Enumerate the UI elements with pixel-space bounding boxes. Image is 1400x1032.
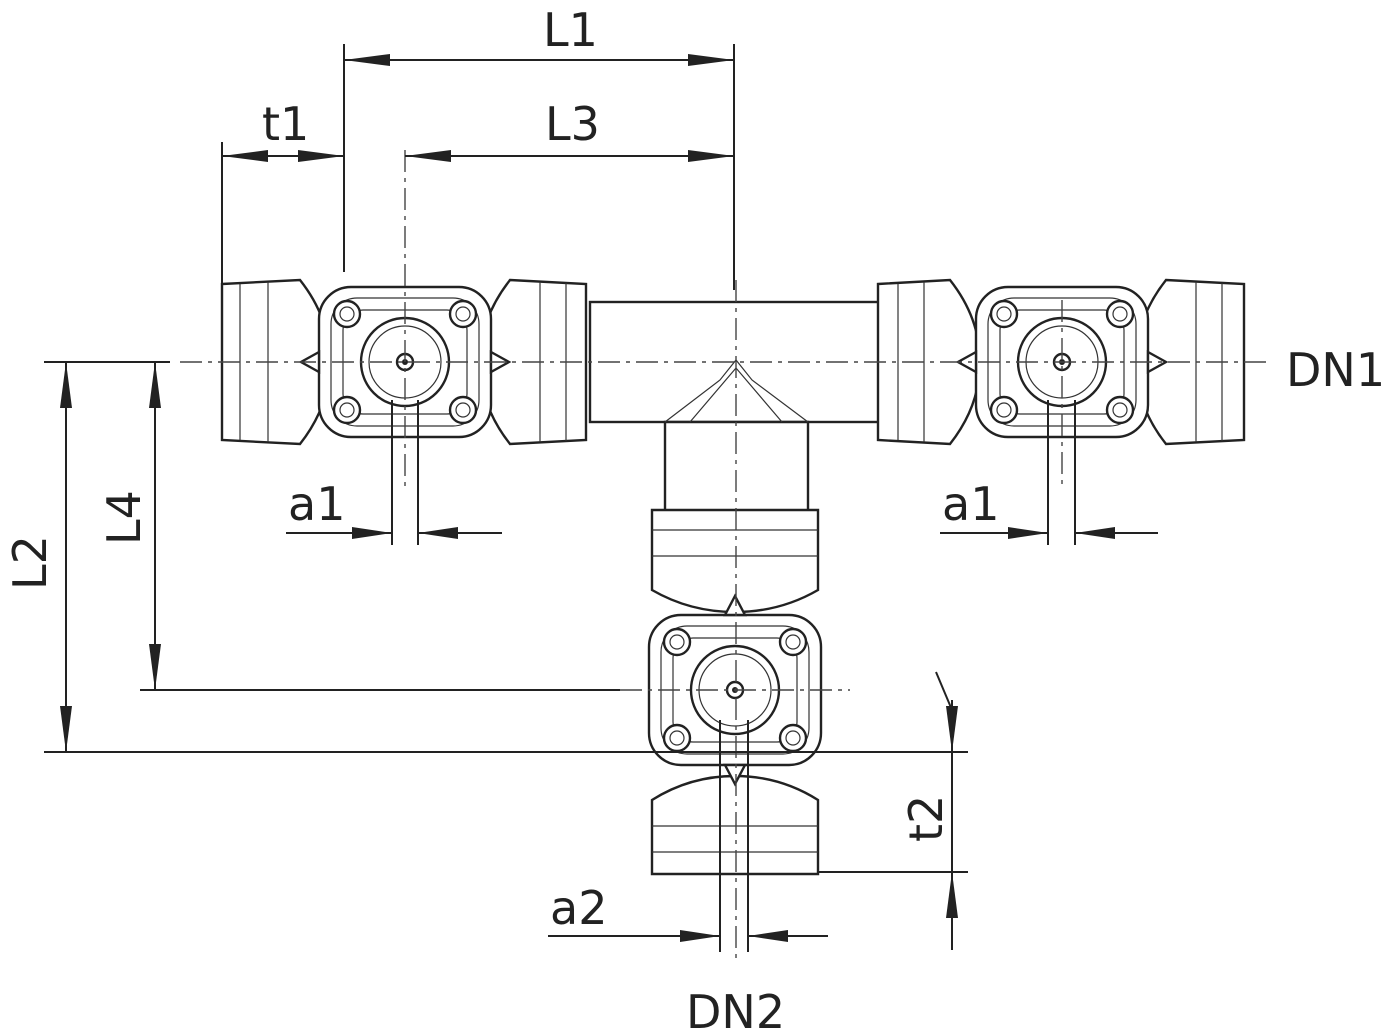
label-L2: L2 <box>3 535 57 590</box>
label-t1: t1 <box>262 97 309 151</box>
label-DN1: DN1 <box>1286 343 1385 397</box>
tee-body <box>588 300 882 522</box>
right-sleeve <box>876 278 1246 446</box>
branch-sleeve <box>650 508 820 876</box>
label-a2: a2 <box>550 881 607 935</box>
label-t2: t2 <box>899 795 953 842</box>
label-L4: L4 <box>97 490 151 545</box>
centerlines <box>180 150 1270 960</box>
label-a1-left: a1 <box>288 477 345 531</box>
label-L3: L3 <box>545 97 600 151</box>
dimensions <box>44 44 1158 952</box>
label-DN2: DN2 <box>686 985 785 1032</box>
label-L1: L1 <box>543 3 598 57</box>
label-a1-right: a1 <box>942 477 999 531</box>
